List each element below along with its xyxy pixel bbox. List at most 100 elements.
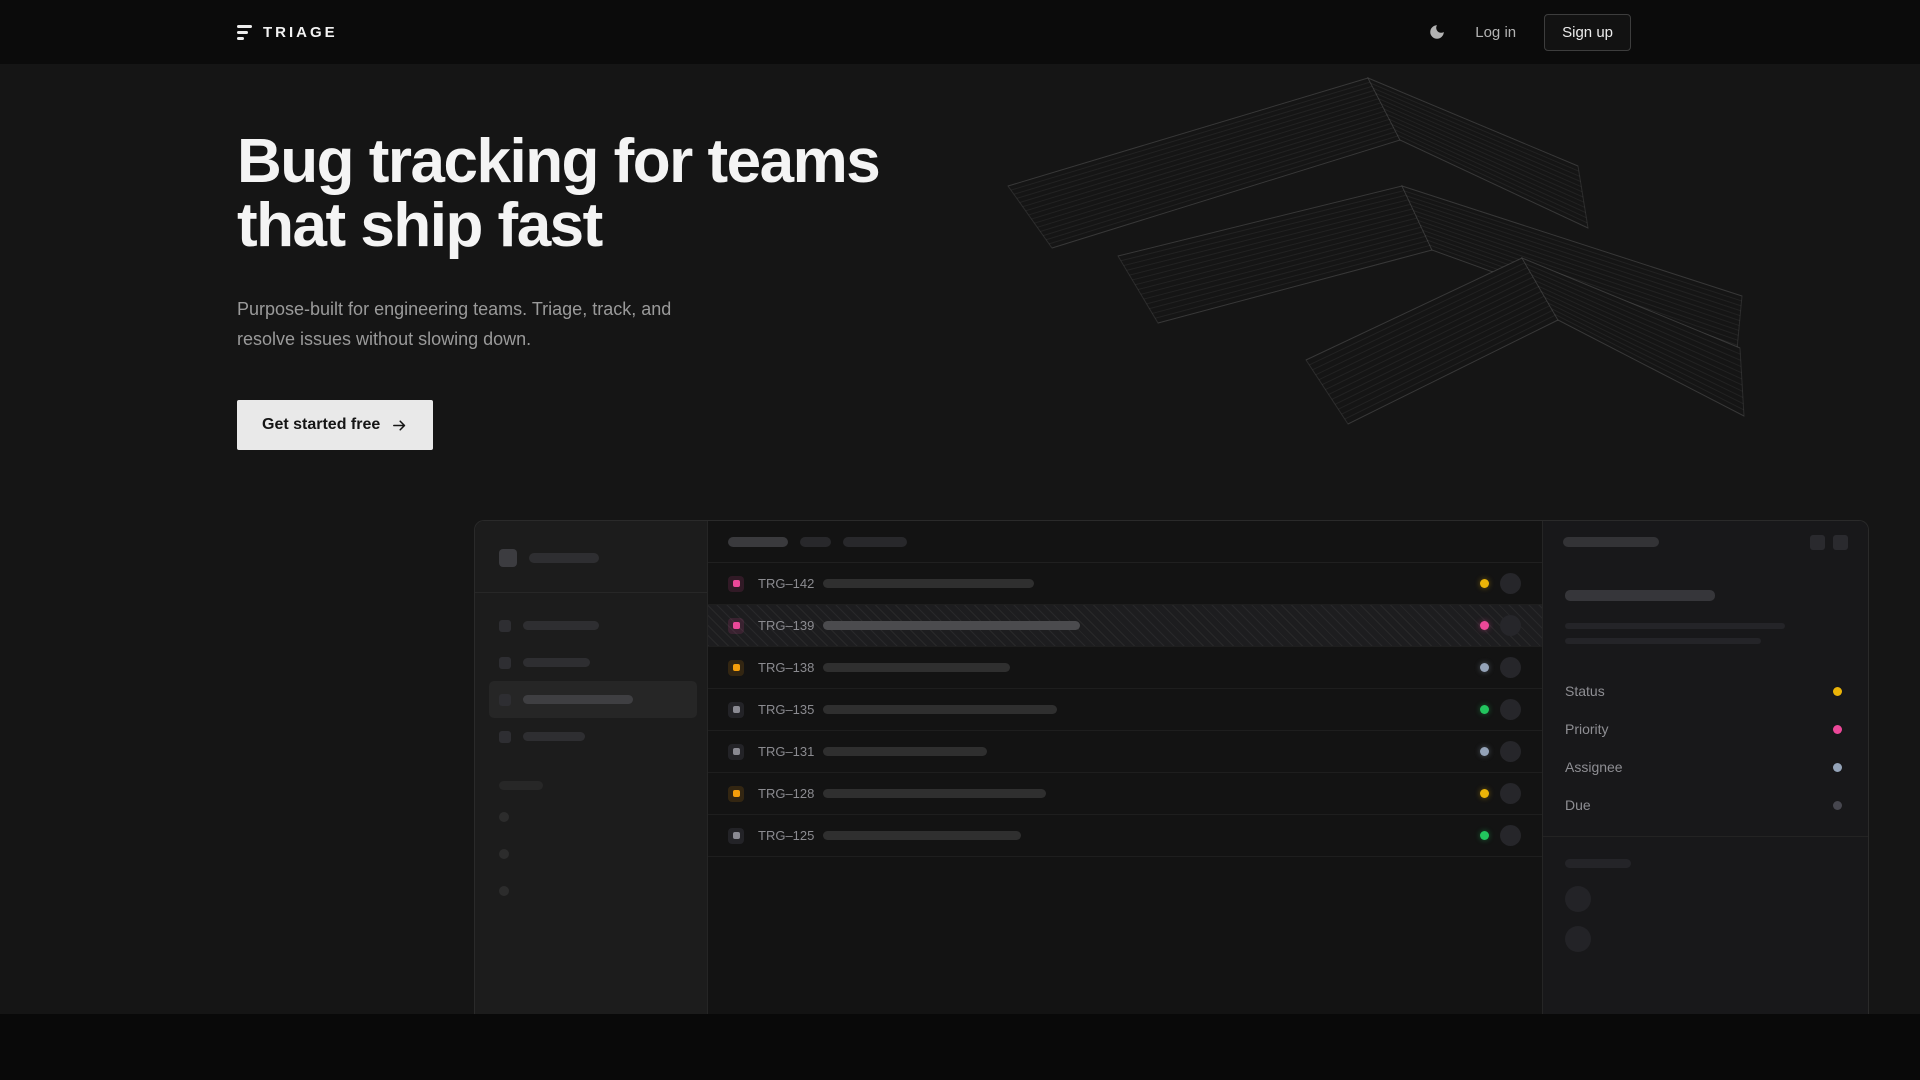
issue-type-icon bbox=[728, 659, 744, 676]
sidebar-item-label-skeleton bbox=[523, 658, 590, 667]
issue-title-skeleton bbox=[823, 831, 1021, 840]
page-footer bbox=[0, 1014, 1920, 1080]
assignee-avatar bbox=[1500, 699, 1521, 720]
detail-body: Status Priority Assignee Due bbox=[1543, 590, 1868, 952]
assignee-avatar bbox=[1500, 783, 1521, 804]
sidebar-nav-skeleton bbox=[489, 607, 697, 755]
detail-section-label-skeleton bbox=[1565, 859, 1631, 868]
assignee-avatar bbox=[1500, 825, 1521, 846]
assignee-avatar bbox=[1500, 741, 1521, 762]
issue-id: TRG–138 bbox=[758, 660, 815, 675]
issue-title-skeleton bbox=[823, 747, 987, 756]
preview-sidebar bbox=[475, 521, 708, 1014]
issue-id: TRG–135 bbox=[758, 702, 815, 717]
detail-field-label: Assignee bbox=[1565, 759, 1623, 775]
issue-id: TRG–139 bbox=[758, 618, 815, 633]
preview-list-header bbox=[708, 521, 1542, 563]
status-dot bbox=[1480, 789, 1489, 798]
detail-action-icon bbox=[1833, 534, 1848, 550]
issue-id: TRG–131 bbox=[758, 744, 815, 759]
hero-section: Bug tracking for teams that ship fast Pu… bbox=[0, 64, 1920, 1014]
assignee-avatar bbox=[1500, 573, 1521, 594]
sidebar-item-icon bbox=[499, 693, 511, 706]
activity-avatar-skeleton bbox=[1565, 926, 1591, 952]
sidebar-item-icon bbox=[499, 656, 511, 669]
status-dot bbox=[1480, 663, 1489, 672]
sidebar-list-dot bbox=[499, 812, 509, 822]
sidebar-list-dot bbox=[499, 886, 509, 896]
issue-row: TRG–128 bbox=[708, 773, 1542, 815]
detail-field-label: Status bbox=[1565, 683, 1605, 699]
issue-type-icon bbox=[728, 827, 744, 844]
dark-mode-toggle[interactable] bbox=[1427, 22, 1447, 42]
issue-title-skeleton bbox=[823, 621, 1080, 630]
sidebar-list-skeleton bbox=[499, 812, 687, 896]
detail-header-skeleton bbox=[1563, 537, 1659, 547]
detail-field-label: Due bbox=[1565, 797, 1591, 813]
sidebar-item-skeleton-active bbox=[489, 681, 697, 718]
issue-row: TRG–138 bbox=[708, 647, 1542, 689]
detail-divider bbox=[1543, 836, 1868, 837]
detail-field-label: Priority bbox=[1565, 721, 1609, 737]
top-nav: TRIAGE Log in Sign up bbox=[0, 0, 1920, 64]
sidebar-item-icon bbox=[499, 619, 511, 632]
hero-subtitle-line1: Purpose-built for engineering teams. Tri… bbox=[237, 299, 672, 319]
detail-field-row: Due bbox=[1565, 786, 1846, 824]
detail-field-row: Status bbox=[1565, 672, 1846, 710]
activity-avatar-skeleton bbox=[1565, 886, 1591, 912]
issue-row: TRG–125 bbox=[708, 815, 1542, 857]
sidebar-item-label-skeleton bbox=[523, 732, 585, 741]
login-link[interactable]: Log in bbox=[1475, 23, 1517, 41]
preview-detail-panel: Status Priority Assignee Due bbox=[1542, 521, 1868, 1014]
sidebar-item-label-skeleton bbox=[523, 621, 599, 630]
detail-field-value-dot bbox=[1833, 762, 1842, 772]
tab-skeleton bbox=[843, 536, 907, 547]
page-title-line2: that ship fast bbox=[237, 191, 603, 260]
issue-row: TRG–135 bbox=[708, 689, 1542, 731]
assignee-avatar bbox=[1500, 615, 1521, 636]
issue-type-icon bbox=[728, 575, 744, 592]
hero-content: Bug tracking for teams that ship fast Pu… bbox=[237, 64, 1920, 1014]
status-dot bbox=[1480, 579, 1489, 588]
detail-field-value-dot bbox=[1833, 800, 1842, 810]
workspace-avatar bbox=[499, 549, 517, 567]
page-title-line1: Bug tracking for teams bbox=[237, 127, 881, 196]
hero-subtitle: Purpose-built for engineering teams. Tri… bbox=[237, 294, 1920, 354]
sidebar-section-label-skeleton bbox=[499, 781, 543, 790]
sidebar-item-skeleton bbox=[489, 607, 697, 644]
status-dot bbox=[1480, 705, 1489, 714]
issue-type-icon bbox=[728, 617, 744, 634]
app-preview: TRG–142 TRG–139 TRG–138 TRG–135 TRG–131 bbox=[474, 520, 1869, 1014]
issue-type-icon bbox=[728, 785, 744, 802]
issue-id: TRG–128 bbox=[758, 786, 815, 801]
hero-subtitle-line2: resolve issues without slowing down. bbox=[237, 329, 532, 349]
detail-activity-skeleton bbox=[1565, 886, 1846, 952]
detail-field-row: Priority bbox=[1565, 710, 1846, 748]
issue-title-skeleton bbox=[823, 705, 1057, 714]
detail-text-skeleton bbox=[1565, 638, 1761, 644]
brand[interactable]: TRIAGE bbox=[237, 24, 338, 41]
detail-field-value-dot bbox=[1833, 686, 1842, 696]
issue-row: TRG–142 bbox=[708, 563, 1542, 605]
triage-logo-icon bbox=[237, 24, 252, 40]
sidebar-item-skeleton bbox=[489, 718, 697, 755]
preview-workspace-switcher bbox=[499, 549, 687, 567]
detail-action-icon bbox=[1810, 534, 1825, 550]
get-started-button[interactable]: Get started free bbox=[237, 400, 434, 450]
status-dot bbox=[1480, 831, 1489, 840]
detail-text-skeleton bbox=[1565, 623, 1785, 629]
issue-title-skeleton bbox=[823, 579, 1034, 588]
status-dot bbox=[1480, 747, 1489, 756]
issue-type-icon bbox=[728, 701, 744, 718]
status-dot bbox=[1480, 621, 1489, 630]
tab-skeleton-active bbox=[728, 536, 788, 547]
issue-title-skeleton bbox=[823, 789, 1046, 798]
detail-header bbox=[1543, 521, 1868, 563]
sidebar-list-dot bbox=[499, 849, 509, 859]
signup-button[interactable]: Sign up bbox=[1544, 13, 1631, 51]
wireframe-decoration bbox=[1007, 77, 1745, 425]
assignee-avatar bbox=[1500, 657, 1521, 678]
brand-label: TRIAGE bbox=[263, 23, 338, 41]
page-title: Bug tracking for teams that ship fast bbox=[237, 130, 1920, 258]
sidebar-divider bbox=[475, 592, 707, 593]
